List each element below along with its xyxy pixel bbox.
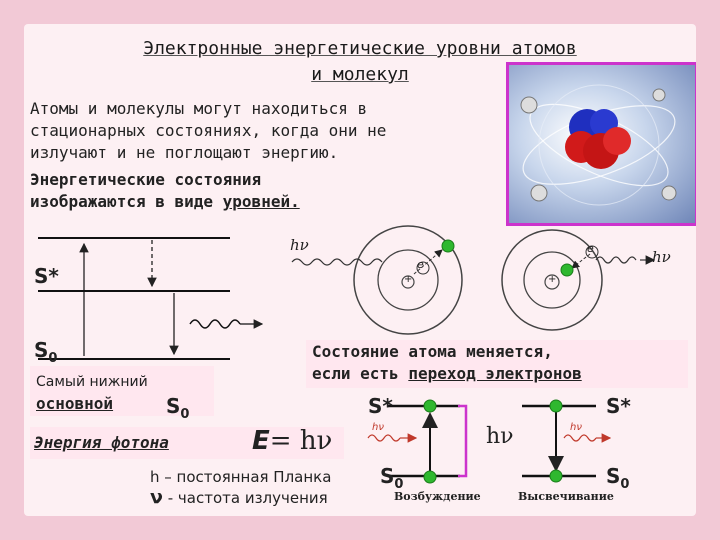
atom1-hv-label: hν xyxy=(290,236,309,254)
excitation-hv-label: hν xyxy=(372,422,384,433)
diagram-lines xyxy=(38,225,656,484)
intro-line-3: излучают и не поглощают энергию. xyxy=(30,143,339,162)
emission-wave xyxy=(189,319,241,329)
photon-formula: E= hν xyxy=(252,426,333,456)
frequency-line: ν - частота излучения xyxy=(150,486,328,508)
intro-line-2: стационарных состояниях, когда они не xyxy=(30,121,387,140)
title-line-1: Электронные энергетические уровни атомов xyxy=(143,38,577,59)
photon-energy-label: Энергия фотона xyxy=(34,433,169,452)
level-label-s-star: S* xyxy=(34,264,59,288)
planck-line: h – постоянная Планка xyxy=(150,468,332,486)
state-change-box xyxy=(306,340,688,388)
excitation-s0-label: S0 xyxy=(380,464,404,492)
title-line-2: и молекул xyxy=(311,64,409,85)
excitation-caption: Возбуждение xyxy=(394,490,481,503)
emission-s-star-label: S* xyxy=(606,394,631,418)
atom-absorption xyxy=(291,225,463,335)
intro-line-1: Атомы и молекулы могут находиться в xyxy=(30,99,368,118)
emission-hv-label: hν xyxy=(570,422,582,433)
atom1-electron-label: e xyxy=(417,258,424,271)
excitation-diagram xyxy=(367,399,468,484)
slide: Электронные энергетические уровни атомов… xyxy=(24,24,696,516)
ground-line-2: основной xyxy=(36,394,114,413)
ground-state-box xyxy=(30,366,214,416)
atom2-hv-label: hν xyxy=(652,248,671,266)
molecule-image xyxy=(506,62,696,226)
ground-line-1: Самый нижний xyxy=(36,374,148,390)
intro-bold-line-2: изображаются в виде уровней. xyxy=(30,192,300,211)
atom1-nucleus-label: + xyxy=(404,274,413,285)
level-label-s0: S0 xyxy=(34,338,58,366)
state-change-line-2: если есть переход электронов xyxy=(312,364,582,383)
emission-transition-diagram xyxy=(522,399,612,483)
emission-caption: Высвечивание xyxy=(518,490,614,503)
photon-energy-box xyxy=(30,427,344,459)
atom-emission xyxy=(501,229,656,331)
ground-symbol: S0 xyxy=(166,394,190,422)
atom2-electron-label: e xyxy=(587,242,594,255)
atom2-nucleus-label: + xyxy=(548,274,557,285)
state-change-line-1: Состояние атома меняется, xyxy=(312,342,553,361)
excitation-s-star-label: S* xyxy=(368,394,393,418)
transition-hv-big: hν xyxy=(486,424,514,449)
emission-s0-label: S0 xyxy=(606,464,630,492)
intro-bold-line-1: Энергетические состояния xyxy=(30,170,262,189)
